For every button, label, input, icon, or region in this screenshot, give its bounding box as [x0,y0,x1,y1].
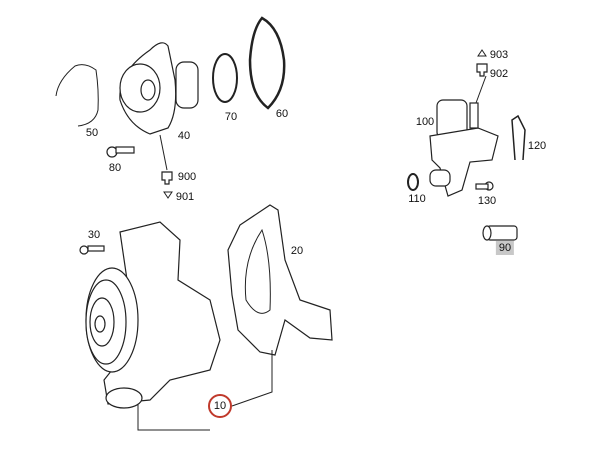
label-130[interactable]: 130 [477,195,497,207]
part-901-cap [163,191,173,199]
part-902-connector [476,63,488,77]
part-100-pump [429,75,499,197]
label-10-highlighted[interactable]: 10 [208,394,232,418]
label-902[interactable]: 902 [489,68,509,80]
label-903[interactable]: 903 [489,49,509,61]
part-900-connector [161,171,173,185]
label-901[interactable]: 901 [175,191,195,203]
part-120-clip [511,114,526,161]
part-80-bolt [106,146,135,158]
label-90-selected[interactable]: 90 [495,241,515,255]
part-50-clip [55,64,99,127]
label-110[interactable]: 110 [408,193,426,205]
part-110-o-ring [407,173,419,191]
part-130-bolt [475,181,494,191]
label-100[interactable]: 100 [415,116,435,128]
leader-line-10 [137,350,273,431]
label-40[interactable]: 40 [177,130,191,142]
label-120[interactable]: 120 [527,140,547,152]
part-20-gasket [227,204,333,356]
label-60[interactable]: 60 [275,108,289,120]
label-80[interactable]: 80 [108,162,122,174]
part-70-o-ring [212,53,238,103]
part-10-water-pump [85,221,221,409]
part-60-gasket [248,16,286,110]
label-70[interactable]: 70 [224,111,238,123]
label-900[interactable]: 900 [177,171,197,183]
part-40-thermostat-housing [119,42,199,171]
label-50[interactable]: 50 [85,127,99,139]
label-30[interactable]: 30 [87,229,101,241]
label-20[interactable]: 20 [290,245,304,257]
part-90-pipe [482,225,518,241]
part-903-cap [477,49,487,57]
part-30-bolt [79,245,105,255]
